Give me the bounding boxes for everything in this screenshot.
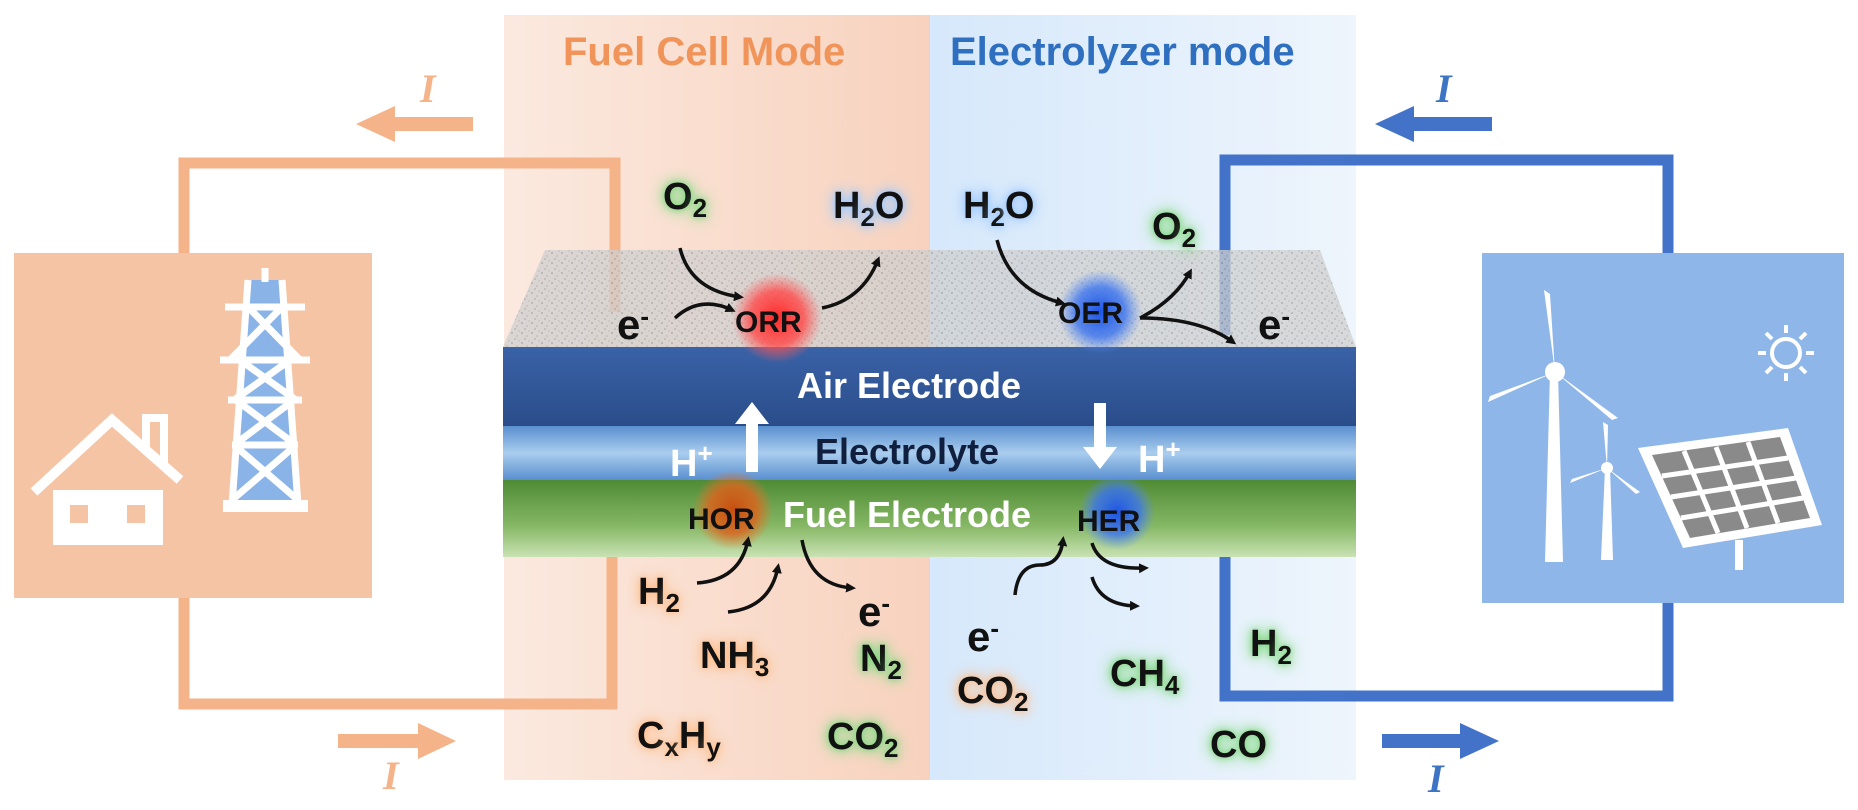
current-arrow-top-left bbox=[356, 106, 473, 142]
species-proton-right: H+ bbox=[1138, 434, 1181, 481]
species-h2o-fuel-cell: H2O bbox=[833, 185, 905, 232]
reaction-arrows bbox=[673, 239, 1237, 614]
species-electron-electrolyzer-top: e- bbox=[1258, 301, 1291, 348]
species-electron-fuel-cell-top: e- bbox=[617, 301, 650, 348]
species-ch4: CH4 bbox=[1110, 653, 1180, 700]
power-consumer-box bbox=[14, 253, 372, 598]
species-electron-fuel-cell-bottom: e- bbox=[858, 588, 891, 635]
proton-arrow-up bbox=[735, 402, 769, 472]
species-n2: N2 bbox=[860, 638, 902, 685]
oer-glow bbox=[1058, 270, 1142, 354]
air-electrode-label: Air Electrode bbox=[797, 365, 1022, 406]
electrolyzer-circuit-top bbox=[1219, 154, 1674, 335]
orr-glow bbox=[732, 273, 822, 363]
species-nh3: NH3 bbox=[700, 635, 770, 682]
species-h2o-electrolyzer: H2O bbox=[963, 185, 1035, 232]
current-label-top-right: I bbox=[1436, 66, 1452, 111]
species-h2-electrolyzer: H2 bbox=[1250, 623, 1292, 670]
fuel-cell-mode-title: Fuel Cell Mode bbox=[563, 30, 846, 74]
solar-panel-icon bbox=[1638, 428, 1822, 570]
current-label-bottom-left: I bbox=[383, 753, 399, 798]
species-electron-electrolyzer-bottom: e- bbox=[967, 613, 1000, 660]
species-co2-electrolyzer: CO2 bbox=[957, 670, 1029, 717]
current-arrow-bottom-left bbox=[338, 723, 456, 759]
hor-glow bbox=[693, 470, 773, 550]
air-electrode-surface bbox=[503, 250, 1356, 347]
species-h2-fuel: H2 bbox=[638, 571, 680, 618]
hor-label: HOR bbox=[688, 503, 755, 536]
power-source-box bbox=[1482, 253, 1844, 603]
species-o2-electrolyzer: O2 bbox=[1152, 206, 1197, 253]
oer-label: OER bbox=[1058, 297, 1124, 330]
species-co2-fuel-cell: CO2 bbox=[827, 716, 899, 763]
fuel-electrode-layer bbox=[503, 480, 1356, 557]
house-icon bbox=[30, 413, 184, 545]
current-label-bottom-right: I bbox=[1428, 756, 1444, 801]
transmission-tower-icon bbox=[220, 268, 310, 512]
orr-label: ORR bbox=[735, 306, 802, 339]
her-glow bbox=[1079, 474, 1155, 550]
air-electrode-layer bbox=[503, 347, 1356, 426]
current-arrow-bottom-right bbox=[1382, 723, 1499, 759]
her-label: HER bbox=[1077, 505, 1141, 538]
fuel-cell-circuit-bottom bbox=[178, 556, 618, 710]
species-co: CO bbox=[1210, 724, 1267, 766]
electrolyte-layer bbox=[503, 426, 1356, 480]
current-arrow-top-right bbox=[1375, 106, 1492, 142]
sun-icon bbox=[1758, 325, 1814, 381]
species-o2-fuel-cell: O2 bbox=[663, 176, 708, 223]
electrolyzer-circuit-bottom bbox=[1219, 556, 1674, 702]
proton-arrow-down bbox=[1083, 403, 1117, 469]
fuel-electrode-label: Fuel Electrode bbox=[783, 494, 1032, 535]
species-cxhy: CxHy bbox=[637, 715, 721, 762]
electrolyte-label: Electrolyte bbox=[815, 431, 1000, 472]
fuel-cell-circuit-top bbox=[178, 157, 621, 312]
wind-turbine-icon bbox=[1488, 290, 1640, 562]
species-proton-left: H+ bbox=[670, 438, 713, 485]
electrolyzer-mode-title: Electrolyzer mode bbox=[950, 30, 1295, 74]
current-label-top-left: I bbox=[420, 66, 436, 111]
